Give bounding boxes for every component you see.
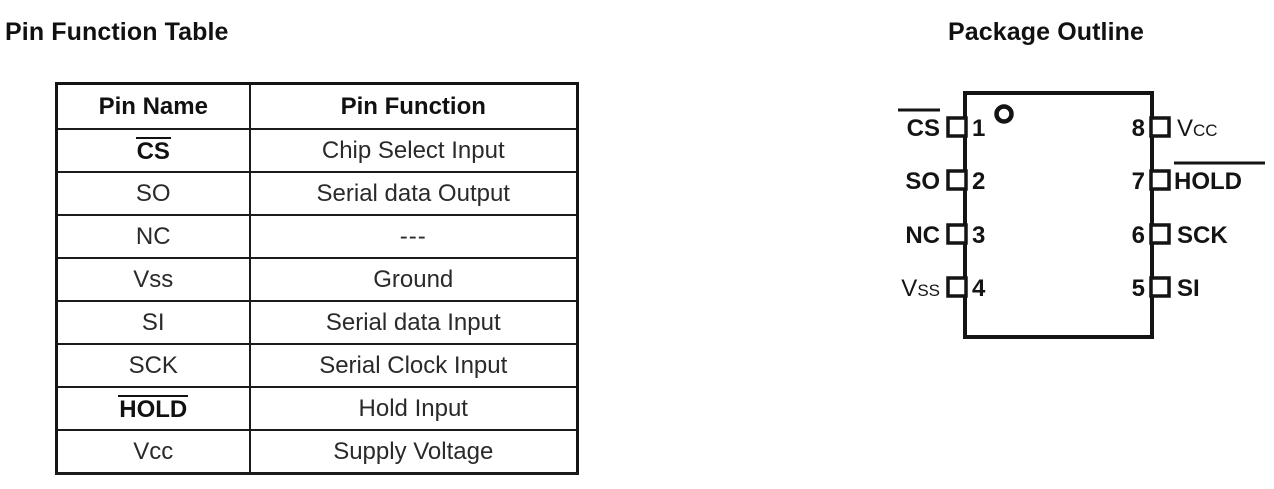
- pin-label-vcc-subscript: CC: [1193, 121, 1218, 140]
- package-outline-diagram: 1 2 3 4 8 7 6 5 CS SO NC VSS VCC HOLD SC…: [860, 80, 1274, 370]
- pin-label-vcc: VCC: [1177, 115, 1218, 142]
- pin-number-3: 3: [972, 222, 985, 249]
- pin-number-2: 2: [972, 168, 985, 195]
- pin-label-vss-prefix: V: [901, 275, 917, 302]
- pin-number-7: 7: [1132, 168, 1145, 195]
- pin-name-text: SCK: [128, 351, 178, 379]
- table-row: Vcc Supply Voltage: [55, 429, 579, 475]
- pin-name-text: Vcc: [133, 437, 174, 465]
- cell-pin-function: Serial Clock Input: [248, 343, 579, 388]
- pin-lead-5: [1149, 276, 1171, 298]
- column-header-pin-name: Pin Name: [55, 82, 251, 130]
- pin-lead-8: [1149, 116, 1171, 138]
- cell-pin-name: SI: [55, 300, 251, 345]
- page-title-package-outline: Package Outline: [948, 18, 1145, 46]
- pin-label-vss: VSS: [901, 275, 940, 302]
- page-title-pin-function-table: Pin Function Table: [5, 18, 229, 46]
- cell-pin-function: Hold Input: [248, 386, 579, 431]
- pin-name-text: HOLD: [118, 394, 189, 423]
- cell-pin-name: CS: [55, 128, 251, 173]
- cell-pin-name: NC: [55, 214, 251, 259]
- pin-number-8: 8: [1132, 115, 1145, 142]
- cell-pin-function: Ground: [248, 257, 579, 302]
- table-row: HOLD Hold Input: [55, 386, 579, 431]
- cell-pin-function: Supply Voltage: [248, 429, 579, 475]
- pin-lead-7: [1149, 169, 1171, 191]
- pin-number-5: 5: [1132, 275, 1145, 302]
- table-row: NC ---: [55, 214, 579, 259]
- pin-label-si: SI: [1177, 275, 1200, 302]
- pin-label-vss-subscript: SS: [917, 281, 940, 300]
- pin-name-text: Vss: [133, 265, 174, 293]
- cell-pin-name: Vcc: [55, 429, 251, 475]
- pin-name-text: SI: [141, 308, 165, 336]
- table-body: CS Chip Select Input SO Serial data Outp…: [55, 128, 579, 475]
- pin-label-vcc-prefix: V: [1177, 115, 1193, 142]
- pin-lead-2: [946, 169, 968, 191]
- column-header-pin-function: Pin Function: [248, 82, 579, 130]
- pin-lead-3: [946, 223, 968, 245]
- pin-number-4: 4: [972, 275, 986, 302]
- pin-label-hold: HOLD: [1174, 168, 1242, 195]
- pin-label-sck: SCK: [1177, 222, 1228, 249]
- pin-number-1: 1: [972, 115, 985, 142]
- pin-lead-6: [1149, 223, 1171, 245]
- table-row: SO Serial data Output: [55, 171, 579, 216]
- cell-pin-name: SO: [55, 171, 251, 216]
- pin-label-nc: NC: [905, 222, 940, 249]
- cell-pin-function: ---: [248, 214, 579, 259]
- pin-name-text: CS: [135, 136, 172, 165]
- pin1-dot-icon: [994, 104, 1014, 124]
- cell-pin-function: Serial data Output: [248, 171, 579, 216]
- pin-name-text: NC: [135, 222, 171, 250]
- pin-name-text: SO: [135, 179, 171, 207]
- cell-pin-function: Serial data Input: [248, 300, 579, 345]
- pin-lead-4: [946, 276, 968, 298]
- table-row: Vss Ground: [55, 257, 579, 302]
- table-header-row: Pin Name Pin Function: [55, 82, 579, 130]
- pin-function-table: Pin Name Pin Function CS Chip Select Inp…: [55, 82, 579, 475]
- table-row: SCK Serial Clock Input: [55, 343, 579, 388]
- pin-label-cs: CS: [907, 115, 940, 142]
- pin-number-6: 6: [1132, 222, 1145, 249]
- pin-lead-1: [946, 116, 968, 138]
- cell-pin-name: SCK: [55, 343, 251, 388]
- cell-pin-function: Chip Select Input: [248, 128, 579, 173]
- cell-pin-name: Vss: [55, 257, 251, 302]
- package-body-outline: [963, 91, 1154, 339]
- cell-pin-name: HOLD: [55, 386, 251, 431]
- table-row: CS Chip Select Input: [55, 128, 579, 173]
- pin-label-so: SO: [905, 168, 940, 195]
- table-row: SI Serial data Input: [55, 300, 579, 345]
